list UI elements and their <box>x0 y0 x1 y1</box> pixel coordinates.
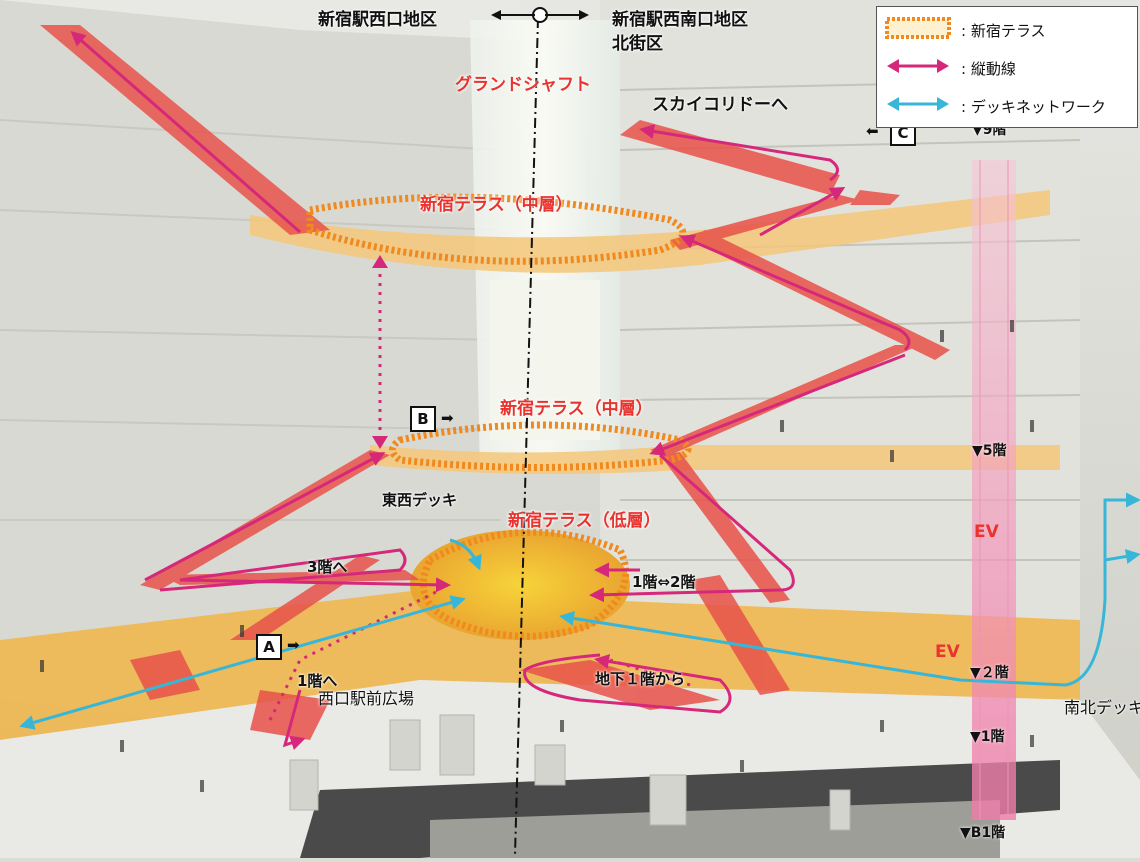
area-label-west-exit: 新宿駅西口地区 <box>318 10 437 30</box>
marker-c-arrow-icon: ⬅ <box>866 122 879 140</box>
to-3f-label: 3階へ <box>307 558 348 576</box>
area-label-southwest-exit: 新宿駅西南口地区 <box>612 10 748 30</box>
floor-5-label: ▼5階 <box>972 443 1007 459</box>
east-west-deck-label: 東西デッキ <box>382 491 458 509</box>
legend: : 新宿テラス : 縦動線 : デッキネットワーク <box>876 6 1138 128</box>
terrace-lower-label: 新宿テラス（低層） <box>508 511 661 531</box>
legend-row-deck: : デッキネットワーク <box>883 91 1133 117</box>
floor-2-label: ▼２階 <box>970 665 1009 681</box>
legend-row-terrace: : 新宿テラス <box>883 15 1133 41</box>
grand-shaft-label: グランドシャフト <box>455 75 591 95</box>
terrace-swatch-icon <box>885 17 951 39</box>
ev-lower-label: EV <box>935 642 960 662</box>
blue-double-arrow-icon <box>887 97 949 111</box>
floor-b1-label: ▼B1階 <box>960 825 1006 841</box>
marker-b-arrow-icon: ➡ <box>441 409 454 427</box>
legend-vertical-label: : 縦動線 <box>961 60 1016 78</box>
terrace-upper-label: 新宿テラス（中層） <box>420 195 573 215</box>
floor-1-label: ▼1階 <box>970 729 1005 745</box>
f1-f2-label: 1階⇔2階 <box>632 573 696 591</box>
pink-double-arrow-icon <box>887 59 949 73</box>
legend-deck-label: : デッキネットワーク <box>961 98 1106 116</box>
legend-terrace-label: : 新宿テラス <box>961 22 1046 40</box>
terrace-middle-label: 新宿テラス（中層） <box>500 399 653 419</box>
south-north-deck-label: 南北デッキ <box>1064 698 1140 717</box>
west-plaza-label: 西口駅前広場 <box>318 689 415 708</box>
from-b1-label: 地下１階から <box>595 670 686 688</box>
to-1f-label: 1階へ <box>297 672 338 690</box>
area-label-north-block: 北街区 <box>612 34 663 54</box>
marker-a: A <box>256 634 282 660</box>
legend-row-vertical: : 縦動線 <box>883 53 1133 79</box>
sky-corridor-label: スカイコリドーへ <box>652 95 788 115</box>
marker-b: B <box>410 406 436 432</box>
marker-a-arrow-icon: ➡ <box>287 636 300 654</box>
ev-upper-label: EV <box>974 522 999 542</box>
